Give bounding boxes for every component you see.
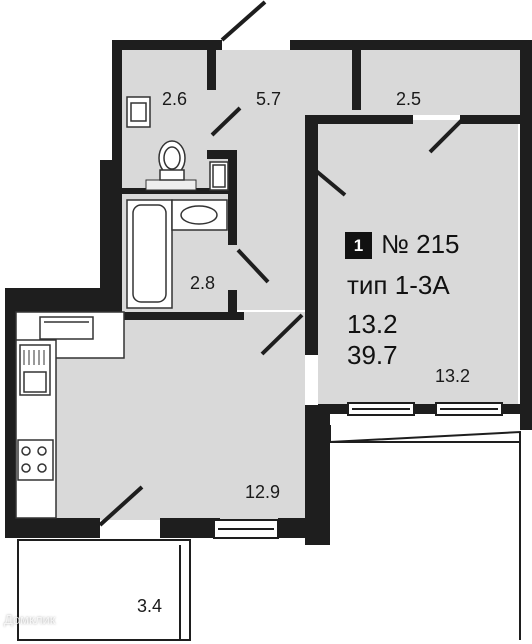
- area-bathroom: 2.8: [190, 273, 216, 293]
- washer: [209, 161, 229, 191]
- walls: [5, 40, 532, 545]
- room-bedroom: [318, 120, 518, 405]
- area-storage: 2.5: [396, 89, 422, 109]
- bath-sink: [171, 199, 228, 231]
- windows: [213, 402, 503, 539]
- wc-sink: [126, 96, 151, 128]
- balcony: [17, 539, 191, 641]
- area-kitchen-living: 12.9: [245, 482, 281, 502]
- stove: [17, 439, 54, 481]
- area-bathroom-wc: 2.6: [162, 89, 188, 109]
- room-storage: [355, 50, 520, 115]
- bathtub: [126, 199, 173, 309]
- fixtures: [15, 96, 229, 519]
- watermark: Домклик: [4, 612, 56, 627]
- apartment-number: № 215: [381, 229, 460, 259]
- area-balcony: 3.4: [137, 596, 163, 616]
- apartment-type: тип 1-3А: [347, 270, 450, 300]
- total-area: 39.7: [347, 340, 398, 370]
- door-lines: [98, 0, 464, 527]
- area-hallway: 5.7: [256, 89, 282, 109]
- living-area: 13.2: [347, 309, 398, 339]
- balcony-outlines: [17, 425, 521, 641]
- toilet: [158, 140, 186, 181]
- area-bedroom: 13.2: [435, 366, 471, 386]
- floor-badge: 1: [345, 232, 372, 259]
- kitchen-sink: [19, 344, 51, 396]
